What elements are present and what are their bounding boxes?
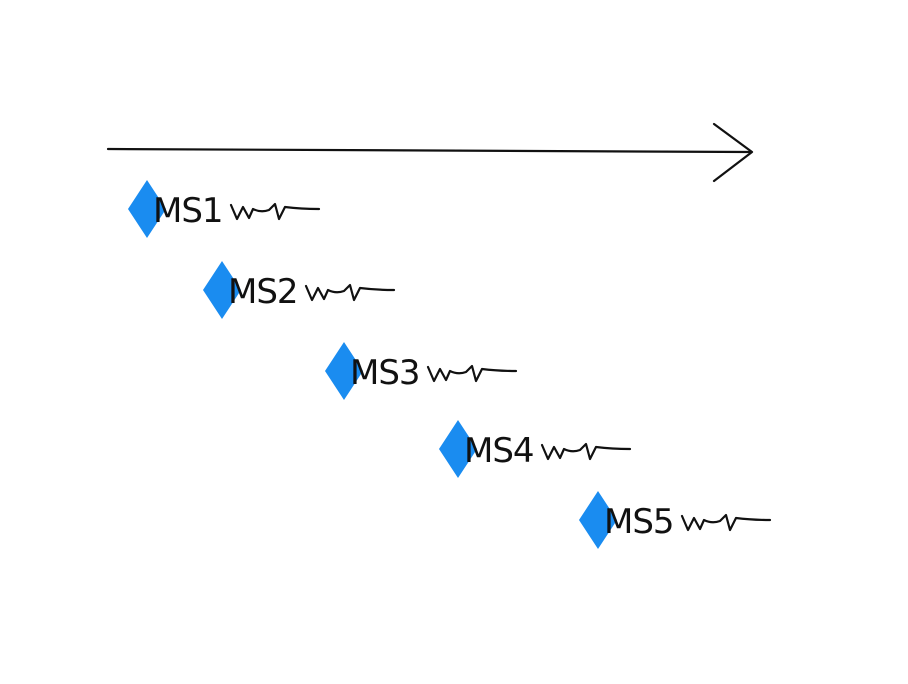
diamond-icon: [325, 342, 363, 400]
scribble-text: [229, 202, 321, 221]
diamond-icon: [439, 420, 477, 478]
scribble-text: [426, 364, 518, 383]
milestone-item: MS2: [203, 261, 396, 319]
diamond-icon: [128, 180, 166, 238]
milestone-label: MS5: [604, 502, 674, 542]
timeline-arrow: [106, 122, 754, 183]
milestone-item: MS5: [579, 491, 772, 549]
diamond-icon: [579, 491, 617, 549]
timeline-axis-line: [106, 147, 752, 154]
milestone-label: MS2: [228, 272, 298, 312]
scribble-text: [540, 442, 632, 461]
diamond-icon: [203, 261, 241, 319]
milestone-label: MS3: [350, 353, 420, 393]
milestone-item: MS3: [325, 342, 518, 400]
scribble-text: [304, 283, 396, 302]
scribble-text: [680, 513, 772, 532]
milestone-item: MS4: [439, 420, 632, 478]
milestone-label: MS1: [153, 191, 223, 231]
arrow-right-icon: [712, 122, 754, 183]
milestone-item: MS1: [128, 180, 321, 238]
milestone-label: MS4: [464, 431, 534, 471]
